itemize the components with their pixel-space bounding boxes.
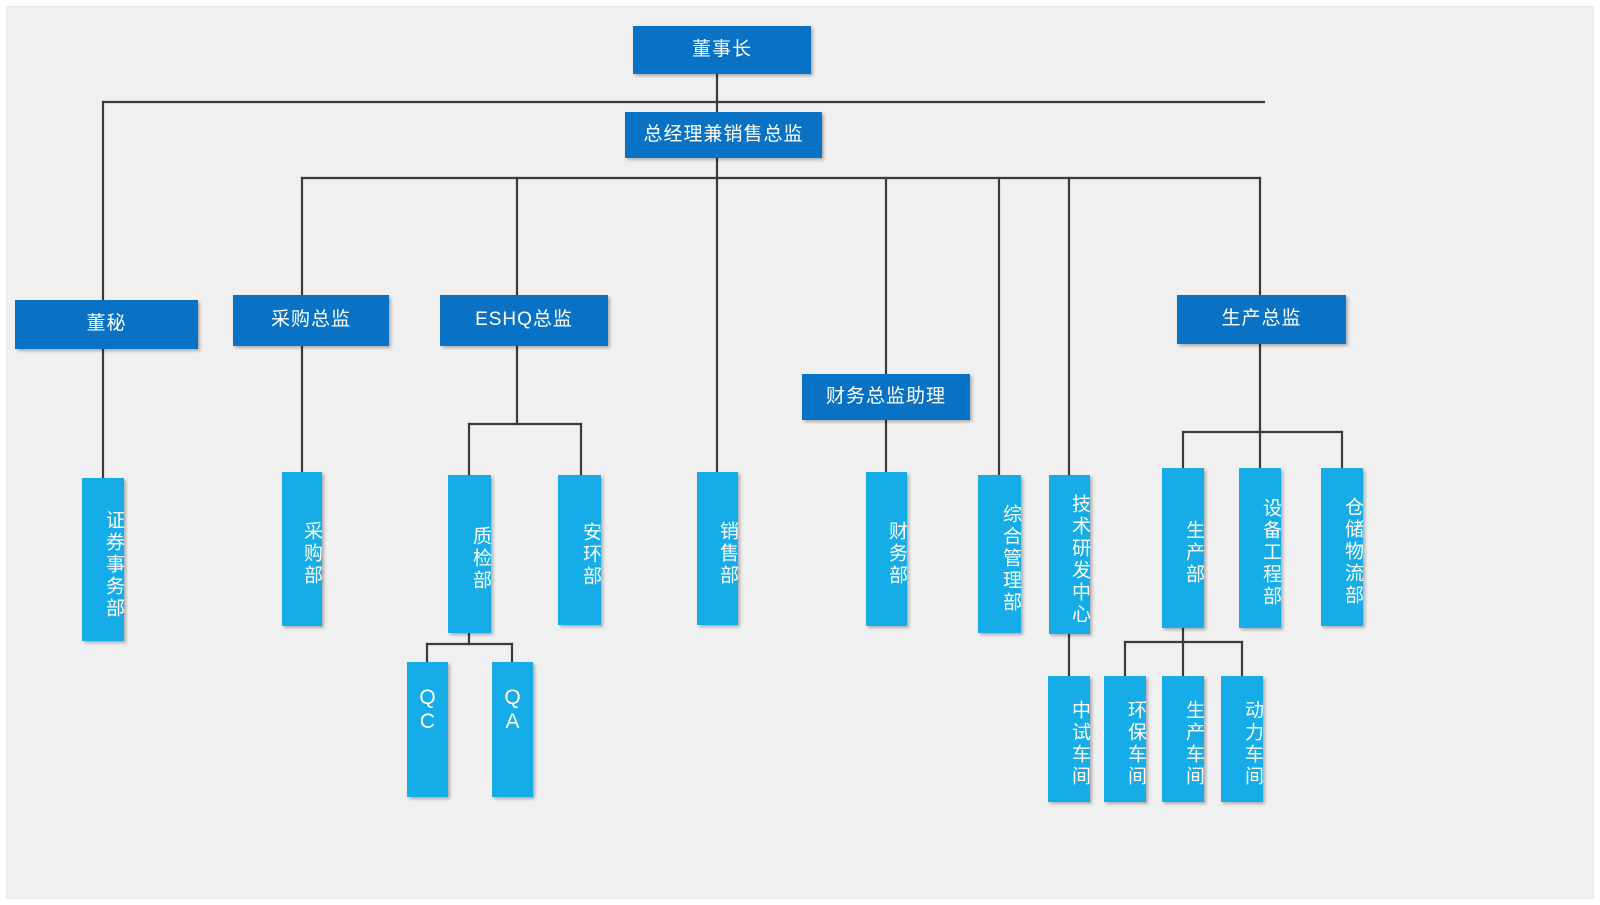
node-procurement-director[interactable]: 采购总监 <box>233 295 389 346</box>
node-environmental-workshop[interactable]: 环保车间 <box>1104 676 1146 802</box>
node-production-dept[interactable]: 生产部 <box>1162 468 1204 628</box>
node-production-director[interactable]: 生产总监 <box>1177 295 1346 344</box>
node-gm-sales-director[interactable]: 总经理兼销售总监 <box>625 112 822 158</box>
node-chairman[interactable]: 董事长 <box>633 26 811 74</box>
node-sales-dept[interactable]: 销售部 <box>697 472 738 625</box>
node-board-secretary[interactable]: 董秘 <box>15 300 198 349</box>
node-procurement-dept[interactable]: 采购部 <box>282 472 322 626</box>
node-finance-dept[interactable]: 财务部 <box>866 472 907 626</box>
org-chart-canvas: 董事长 总经理兼销售总监 董秘 采购总监 ESHQ总监 财务总监助理 生产总监 … <box>6 6 1594 899</box>
node-securities-affairs[interactable]: 证券事务部 <box>82 478 124 641</box>
qa-letter-1: Q <box>504 686 521 709</box>
node-production-workshop[interactable]: 生产车间 <box>1162 676 1204 802</box>
qc-letter-1: Q <box>419 686 436 709</box>
node-general-management-dept[interactable]: 综合管理部 <box>978 475 1021 633</box>
node-safety-environment-dept[interactable]: 安环部 <box>558 475 601 625</box>
node-eshq-director[interactable]: ESHQ总监 <box>440 295 608 346</box>
node-qc[interactable]: Q C <box>407 662 448 797</box>
node-quality-inspection-dept[interactable]: 质检部 <box>448 475 491 633</box>
qc-letter-2: C <box>419 709 436 733</box>
node-warehouse-logistics-dept[interactable]: 仓储物流部 <box>1321 468 1363 626</box>
node-power-workshop[interactable]: 动力车间 <box>1221 676 1263 802</box>
node-qa[interactable]: Q A <box>492 662 533 797</box>
node-rd-center[interactable]: 技术研发中心 <box>1049 475 1090 634</box>
qa-letter-2: A <box>505 709 520 733</box>
node-finance-director-assistant[interactable]: 财务总监助理 <box>802 374 970 420</box>
node-equipment-engineering-dept[interactable]: 设备工程部 <box>1239 468 1281 628</box>
node-pilot-workshop[interactable]: 中试车间 <box>1048 676 1090 802</box>
